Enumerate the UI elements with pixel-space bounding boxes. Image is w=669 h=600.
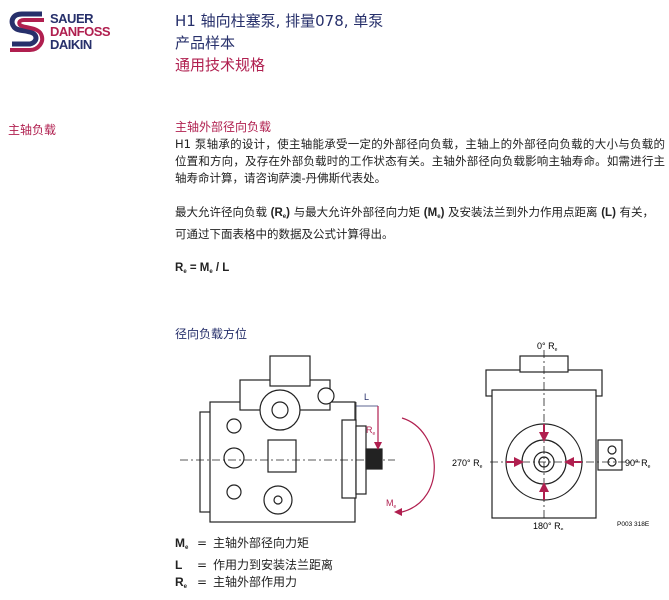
subscript: e	[437, 214, 441, 220]
sidebar-section-label: 主轴负载	[8, 123, 57, 137]
legend-item: Me = 主轴外部径向力矩	[175, 535, 333, 557]
label-l: L	[364, 392, 369, 402]
paragraph-1: H1 泵轴承的设计，使主轴能承受一定的外部径向负载，主轴上的外部径向负载的大小与…	[175, 137, 665, 185]
label-re: Re	[366, 425, 376, 437]
para2-text-c: 及安装法兰到外力作用点距离	[444, 205, 602, 219]
figure-id: P003 318E	[617, 521, 650, 528]
label-angle-0: 0° Re	[537, 341, 558, 353]
label-angle-180: 180° Re	[533, 521, 564, 530]
re-arrowhead-icon	[374, 442, 382, 450]
logo-mark-icon	[9, 11, 45, 52]
document-subtitle: 产品样本	[175, 34, 236, 52]
para2-re: (R	[270, 207, 283, 219]
legend-symbol: M	[175, 536, 185, 550]
subscript: e	[209, 269, 213, 275]
legend-text: 主轴外部作用力	[213, 575, 298, 589]
legend-equals: =	[197, 536, 208, 550]
header: H1 轴向柱塞泵, 排量078, 单泵 产品样本 通用技术规格	[175, 10, 383, 76]
radial-load-diagram: L Re Me 0° Re 90° Re 180° Re 270° Re P00…	[180, 341, 651, 530]
label-angle-270: 270° Re	[452, 458, 483, 470]
legend-equals: =	[197, 558, 208, 572]
formula: Re = Me / L	[175, 260, 665, 281]
formula-eq: = M	[186, 262, 210, 274]
legend-symbol: L	[175, 558, 183, 572]
para2-text-d: 有关，可通过下面表格中的数据及公式计算得出。	[175, 205, 655, 241]
para2-text-b: 与最大允许外部径向力矩	[289, 205, 424, 219]
logo-line-1: SAUER	[50, 11, 94, 26]
legend-symbol: R	[175, 575, 184, 589]
para2-text-a: 最大允许径向负载	[175, 205, 271, 219]
legend-text: 主轴外部径向力矩	[213, 536, 310, 550]
subscript: e	[183, 269, 187, 275]
main-content: 主轴外部径向负载 H1 泵轴承的设计，使主轴能承受一定的外部径向负载，主轴上的外…	[175, 119, 665, 281]
legend-item: Re = 主轴外部作用力	[175, 574, 333, 596]
legend-item: L = 作用力到安装法兰距离	[175, 557, 333, 574]
subscript: e	[183, 584, 188, 590]
para2-l: (L)	[601, 207, 616, 219]
label-me: Me	[386, 498, 397, 510]
section-heading: 主轴外部径向负载	[175, 120, 272, 134]
section-title: 通用技术规格	[175, 56, 266, 74]
legend-text: 作用力到安装法兰距离	[213, 558, 334, 572]
logo-line-3: DAIKIN	[50, 37, 92, 52]
document-title: H1 轴向柱塞泵, 排量078, 单泵	[175, 12, 384, 30]
para2-me: (M	[423, 207, 438, 219]
paragraph-2: 最大允许径向负载 (Re) 与最大允许外部径向力矩 (Me) 及安装法兰到外力作…	[175, 205, 655, 241]
formula-rhs: / L	[212, 262, 230, 274]
dimension-l: L	[355, 392, 378, 420]
diagram-heading: 径向负载方位	[175, 327, 248, 341]
symbol-legend: Me = 主轴外部径向力矩 L = 作用力到安装法兰距离 Re = 主轴外部作用…	[175, 535, 333, 596]
logo-line-2: DANFOSS	[50, 24, 111, 39]
me-arrowhead-icon	[394, 508, 402, 516]
load-direction-arrows-icon	[506, 424, 582, 500]
company-logo: SAUER DANFOSS DAIKIN	[8, 8, 128, 58]
legend-equals: =	[197, 575, 208, 589]
label-angle-90: 90° Re	[625, 458, 651, 470]
subscript: e	[282, 214, 287, 220]
me-moment-arc	[401, 417, 435, 513]
pump-side-view	[199, 355, 383, 523]
pump-front-view	[485, 355, 623, 519]
formula-lhs: R	[175, 262, 184, 274]
subscript: e	[185, 545, 189, 551]
